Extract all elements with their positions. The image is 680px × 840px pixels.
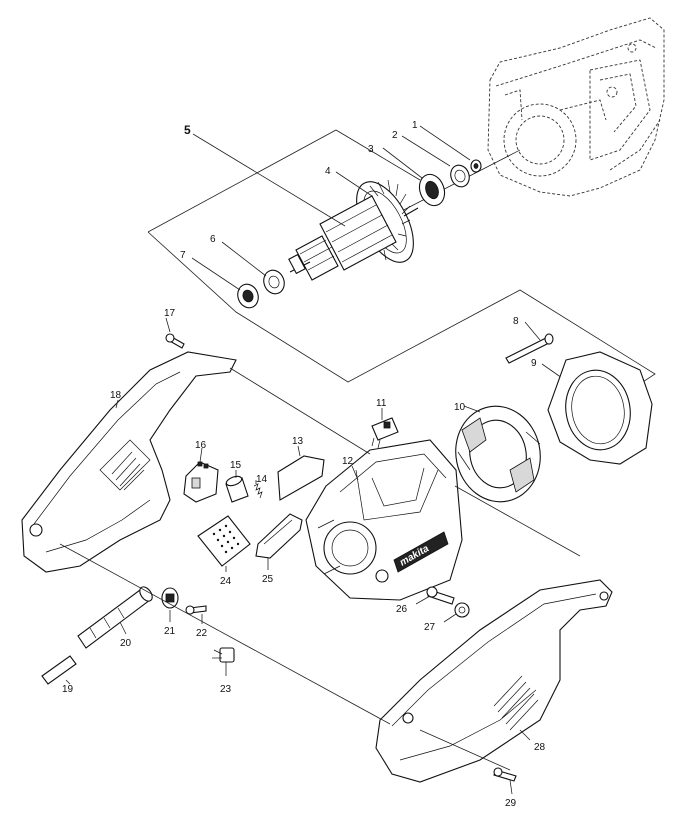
part-label-3: 3 [368, 144, 374, 155]
lever-25 [255, 513, 303, 559]
part-label-14: 14 [256, 474, 268, 485]
part-label-26: 26 [396, 604, 408, 615]
bearing-7 [237, 283, 259, 309]
screw-8 [505, 333, 554, 364]
part-label-18: 18 [110, 390, 122, 401]
leader-10 [463, 405, 481, 413]
leader-13 [297, 445, 301, 457]
part-label-1: 1 [412, 120, 418, 131]
spring-14 [253, 483, 263, 499]
part-label-20: 20 [120, 638, 132, 649]
part-label-28: 28 [534, 742, 546, 753]
screw-22 [185, 605, 207, 615]
baffle-9 [547, 351, 653, 465]
part-label-22: 22 [196, 628, 208, 639]
part-label-6: 6 [210, 234, 216, 245]
washer-6 [263, 269, 285, 295]
part-label-9: 9 [531, 358, 537, 369]
washer-1 [470, 159, 482, 173]
switch-11 [371, 417, 399, 449]
part-label-12: 12 [342, 456, 354, 467]
suppressor-23 [212, 647, 235, 663]
part-label-17: 17 [164, 308, 176, 319]
label-13 [277, 455, 325, 501]
part-number-labels: 1 2 3 4 5 6 7 8 9 10 11 12 13 14 15 16 1… [62, 120, 546, 809]
filter-24 [197, 515, 251, 567]
strain-relief-21 [161, 587, 179, 609]
part-label-24: 24 [220, 576, 232, 587]
screw-17 [165, 333, 185, 349]
part-label-8: 8 [513, 316, 519, 327]
switch-box-16 [183, 461, 219, 503]
part-label-29: 29 [505, 798, 517, 809]
handle-housing-28 [375, 579, 613, 783]
part-label-2: 2 [392, 130, 398, 141]
part-label-11: 11 [376, 398, 387, 409]
bearing-3 [418, 173, 446, 207]
part-label-25: 25 [262, 574, 274, 585]
gear-housing-outline [487, 17, 665, 197]
part-label-27: 27 [424, 622, 436, 633]
part-label-21: 21 [164, 626, 176, 637]
brush-holder-15 [225, 475, 249, 503]
screw-26 [426, 586, 455, 605]
pin-19 [41, 655, 77, 685]
group-bracket-lines [147, 125, 656, 411]
field-10 [455, 405, 541, 503]
handle-housing-18 [21, 351, 237, 573]
cord-guard-20 [77, 586, 153, 649]
leader-12 [351, 465, 359, 481]
part-label-16: 16 [195, 440, 207, 451]
part-label-7: 7 [180, 250, 186, 261]
part-label-4: 4 [325, 166, 331, 177]
part-label-5: 5 [184, 123, 191, 137]
bearing-2-pinion [450, 164, 470, 188]
screw-29 [493, 767, 517, 782]
part-label-23: 23 [220, 684, 232, 695]
cap-27 [454, 602, 470, 618]
part-label-15: 15 [230, 460, 242, 471]
armature [288, 179, 419, 281]
part-label-19: 19 [62, 684, 74, 695]
motor-housing-12: makita [305, 439, 463, 601]
assembly-leader-lines [59, 317, 581, 795]
part-label-13: 13 [292, 436, 304, 447]
part-label-10: 10 [454, 402, 466, 413]
